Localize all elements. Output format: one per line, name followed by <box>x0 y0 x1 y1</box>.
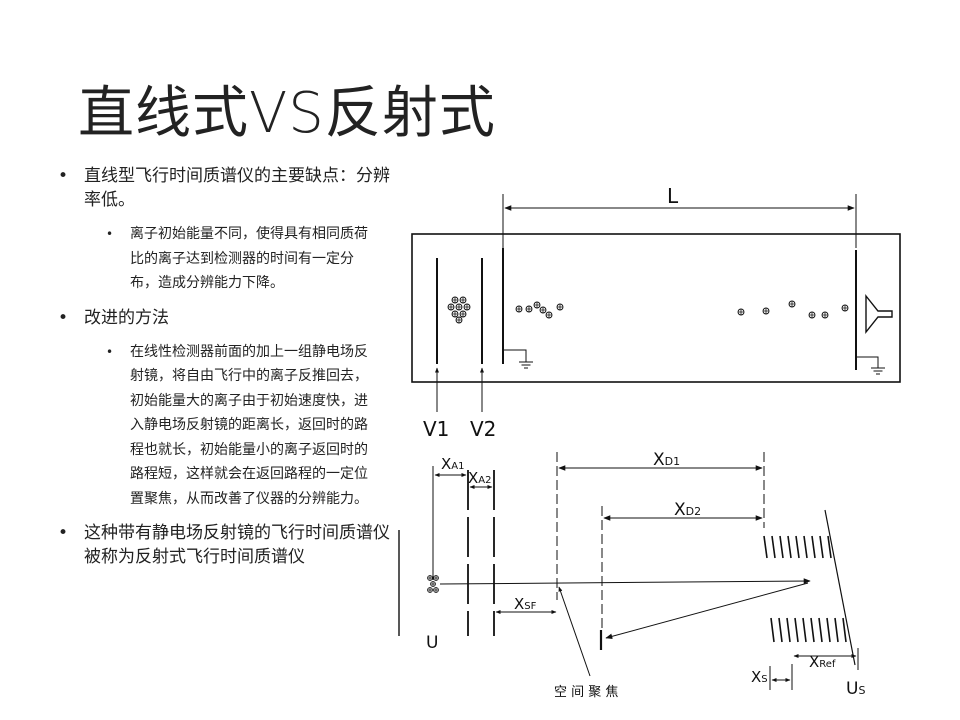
ion-plus <box>557 304 563 310</box>
focus-pointer-arrow <box>558 586 591 677</box>
reflector-electrode <box>771 535 776 559</box>
bullet-list: 直线型飞行时间质谱仪的主要缺点：分辨率低。 离子初始能量不同，使得具有相同质荷比… <box>58 164 398 579</box>
reflector-electrode <box>779 535 784 559</box>
ion-group-arrival <box>737 300 849 319</box>
reflector-electrode <box>795 535 800 559</box>
ion-plus <box>433 575 439 581</box>
reflector-electrode <box>770 617 775 643</box>
reflector-electrode <box>803 535 808 559</box>
label-XS: XS <box>751 668 768 686</box>
label-L: L <box>667 184 679 208</box>
detector-funnel <box>865 294 893 334</box>
ion-plus <box>456 304 462 310</box>
ion-plus <box>534 302 540 308</box>
ion-group-drift <box>515 301 564 319</box>
ion-plus <box>460 311 466 317</box>
reflector-electrode <box>818 617 823 643</box>
label-US: US <box>846 679 865 699</box>
ion-cluster-reflectron-source <box>427 575 439 593</box>
ion-beam-forward <box>439 578 811 585</box>
reflector-electrode <box>787 535 792 559</box>
label-XSF: XSF <box>514 595 537 613</box>
reflector-electrode <box>763 535 768 559</box>
reflector-electrode <box>826 617 831 643</box>
ion-plus <box>809 312 815 318</box>
bullet-improvement: 改进的方法 <box>58 306 398 330</box>
reflector-grid-upper <box>763 535 832 559</box>
label-spatial-focus: 空 间 聚 焦 <box>554 685 618 700</box>
flight-tube-box <box>411 233 901 383</box>
ion-plus <box>448 304 454 310</box>
ion-beam-return <box>605 582 809 640</box>
label-XA2: XA2 <box>468 469 491 487</box>
label-V1: V1 <box>423 417 449 441</box>
reflector-electrode <box>834 617 839 643</box>
ion-plus <box>842 305 848 311</box>
reflector-electrode <box>786 617 791 643</box>
reflectron-tof-diagram <box>398 452 859 690</box>
ion-plus <box>516 306 522 312</box>
reflector-electrode <box>802 617 807 643</box>
ion-plus <box>427 587 433 593</box>
label-V2: V2 <box>470 417 496 441</box>
ion-plus <box>427 575 433 581</box>
sub-bullet-reflector: 在线性检测器前面的加上一组静电场反射镜，将自由飞行中的离子反推回去，初始能量大的… <box>106 340 376 512</box>
ion-cluster-source <box>447 296 471 324</box>
ion-plus <box>456 317 462 323</box>
sub-bullet-energy-spread: 离子初始能量不同，使得具有相同质荷比的离子达到检测器的时间有一定分布，造成分辨能… <box>106 222 376 296</box>
ion-plus <box>464 304 470 310</box>
slide-title: 直线式VS反射式 <box>78 81 496 146</box>
ion-plus <box>526 306 532 312</box>
reflector-electrode <box>810 617 815 643</box>
ion-plus <box>460 297 466 303</box>
ion-plus <box>433 587 439 593</box>
label-XRef: XRef <box>809 653 836 671</box>
label-U: U <box>426 633 438 653</box>
reflector-electrode <box>778 617 783 643</box>
ion-plus <box>452 297 458 303</box>
label-XD1: XD1 <box>653 450 680 470</box>
ion-plus <box>763 308 769 314</box>
reflector-electrode <box>827 535 832 559</box>
ion-plus <box>546 312 552 318</box>
ion-plus <box>789 301 795 307</box>
label-XA1: XA1 <box>441 455 464 473</box>
reflector-electrode <box>794 617 799 643</box>
ion-plus <box>430 581 436 587</box>
bullet-reflectron-definition: 这种带有静电场反射镜的飞行时间质谱仪被称为反射式飞行时间质谱仪 <box>58 521 398 569</box>
ion-plus <box>452 311 458 317</box>
ion-plus <box>822 312 828 318</box>
reflector-electrode <box>811 535 816 559</box>
ion-plus <box>540 307 546 313</box>
reflector-grid-lower <box>770 617 847 643</box>
label-XD2: XD2 <box>674 500 701 520</box>
bullet-drawback: 直线型飞行时间质谱仪的主要缺点：分辨率低。 <box>58 164 398 212</box>
ion-plus <box>738 309 744 315</box>
linear-tof-diagram <box>411 194 901 412</box>
reflector-backplate <box>824 509 856 666</box>
reflector-electrode <box>819 535 824 559</box>
reflector-electrode <box>842 617 847 643</box>
